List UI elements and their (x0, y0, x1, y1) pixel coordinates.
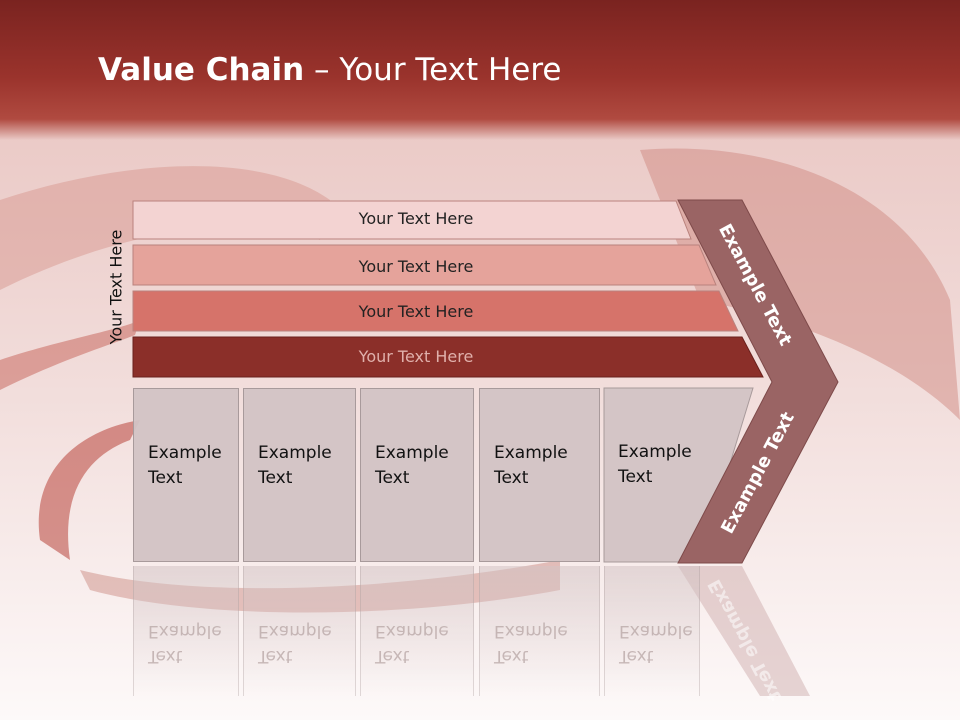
bar-4-label: Your Text Here (358, 347, 474, 366)
title-band (0, 0, 960, 140)
column-3-line1: Example (375, 443, 449, 463)
chevron-reflection (678, 566, 810, 696)
column-5-reflection: Text Example (604, 566, 700, 696)
column-1-line1: Example (148, 443, 222, 463)
column-5-reflection-line2: Text (619, 646, 654, 666)
column-3-reflection-line2: Text (375, 646, 410, 666)
bar-2 (132, 244, 717, 286)
column-1-reflection-line1: Example (148, 621, 222, 641)
bar-4 (132, 336, 764, 378)
title-bold: Value Chain (98, 52, 305, 88)
column-2-line2: Text (258, 468, 293, 488)
bar-1 (132, 200, 692, 240)
column-2-reflection-line1: Example (258, 621, 332, 641)
column-4-line1: Example (494, 443, 568, 463)
column-4-reflection: Text Example (479, 566, 600, 696)
column-3-reflection-text: Text Example (375, 618, 449, 668)
bar-3-label: Your Text Here (358, 302, 474, 321)
column-3-reflection: Text Example (360, 566, 474, 696)
column-5-line1: Example (618, 442, 692, 462)
column-1-reflection-text: Text Example (148, 618, 222, 668)
column-4-reflection-line2: Text (494, 646, 529, 666)
chevron-arrow (677, 199, 839, 564)
bar-3 (132, 290, 739, 332)
column-2-line1: Example (258, 443, 332, 463)
column-1-reflection: Text Example (133, 566, 239, 696)
column-1-line2: Text (148, 468, 183, 488)
bar-1-label: Your Text Here (358, 209, 474, 228)
column-5-reflection-text: Text Example (619, 618, 693, 668)
column-4-reflection-text: Text Example (494, 618, 568, 668)
bar-2-label: Your Text Here (358, 257, 474, 276)
column-5-line2: Text (618, 467, 653, 487)
column-3-reflection-line1: Example (375, 621, 449, 641)
page-title: Value Chain – Your Text Here (98, 52, 561, 88)
column-4-line2: Text (494, 468, 529, 488)
column-3-line2: Text (375, 468, 410, 488)
column-1-reflection-line2: Text (148, 646, 183, 666)
column-2-reflection-text: Text Example (258, 618, 332, 668)
column-2-reflection: Text Example (243, 566, 356, 696)
column-4-reflection-line1: Example (494, 621, 568, 641)
column-5-reflection-line1: Example (619, 621, 693, 641)
title-rest: – Your Text Here (304, 52, 562, 88)
column-2-reflection-line2: Text (258, 646, 293, 666)
